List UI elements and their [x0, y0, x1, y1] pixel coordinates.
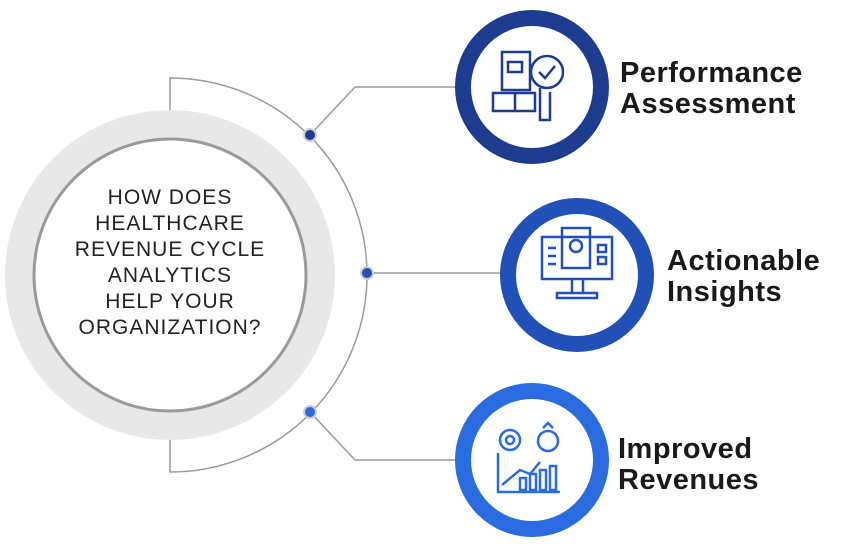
question-line: HOW DOES: [107, 186, 233, 209]
question-line: ORGANIZATION?: [78, 316, 262, 339]
question-line: ANALYTICS: [107, 264, 233, 287]
label-line: Assessment: [620, 88, 796, 120]
label-line: Performance: [620, 57, 803, 89]
connector-dot-2: [360, 266, 374, 280]
center-circle: [32, 137, 308, 413]
connector-dot-1: [303, 128, 317, 142]
outer-ring: [5, 110, 335, 440]
label-performance-assessment: Performance Assessment: [620, 58, 803, 120]
icon-ring-1: [455, 10, 609, 164]
connector-line-1: [309, 86, 460, 136]
connector-dot-3: [303, 405, 317, 419]
label-actionable-insights: Actionable Insights: [667, 246, 820, 308]
question-line: HEALTHCARE: [95, 212, 245, 235]
icon-ring-3: [455, 383, 609, 537]
question-line: REVENUE CYCLE: [74, 238, 266, 261]
label-line: Actionable: [667, 245, 821, 277]
question-line: HELP YOUR: [105, 290, 235, 313]
gear-moneybag-growth-chart-icon: [496, 421, 560, 494]
clipboard-magnifier-check-icon: [491, 50, 565, 122]
label-line: Improved: [618, 433, 753, 465]
label-line: Revenues: [618, 464, 760, 496]
monitor-dashboard-icon: [540, 226, 614, 300]
central-question: HOW DOES HEALTHCARE REVENUE CYCLE ANALYT…: [45, 185, 295, 341]
label-line: Insights: [667, 276, 783, 308]
icon-ring-2: [500, 198, 654, 352]
label-improved-revenues: Improved Revenues: [618, 434, 759, 496]
connector-line-3: [309, 411, 460, 461]
